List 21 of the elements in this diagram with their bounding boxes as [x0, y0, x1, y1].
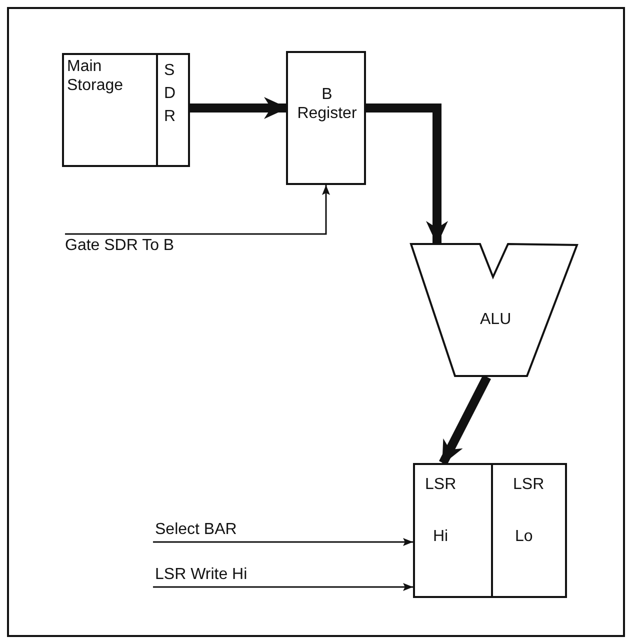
register-label: Hi — [433, 527, 448, 546]
register-box — [491, 463, 567, 598]
block-label: ALU — [480, 310, 512, 330]
signal-label: LSR Write Hi — [155, 565, 248, 584]
signal-label: Gate SDR To B — [65, 236, 174, 256]
arrow — [153, 538, 413, 546]
arrow — [366, 104, 448, 245]
arrow — [65, 185, 330, 235]
signal-label: Select BAR — [155, 520, 237, 540]
arrow — [190, 97, 288, 119]
block-label: B Register — [296, 85, 358, 124]
storage-box — [62, 53, 190, 167]
arrow — [153, 583, 413, 591]
block-label: LSR — [513, 475, 544, 494]
arrow — [439, 374, 491, 466]
block-label: LSR — [425, 475, 456, 494]
register-box — [286, 51, 366, 185]
register-box — [413, 463, 493, 598]
block-label: S D R — [164, 61, 176, 128]
register-label: Lo — [515, 527, 533, 546]
block-label: Main Storage — [67, 57, 124, 96]
